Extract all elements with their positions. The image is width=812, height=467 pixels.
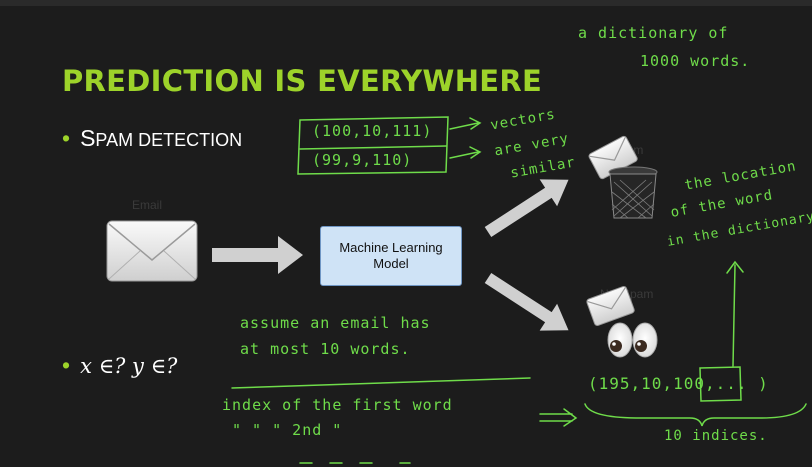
domain-question: x ∈? y ∈? [80,354,178,378]
assume-note-line2: at most 10 words. [240,340,411,358]
bullet-dot: • [62,352,71,378]
dictionary-note-line1: a dictionary of [578,24,729,42]
assume-note-line1: assume an email has [240,314,431,332]
bullet-small-caps: PAM DETECTION [95,130,243,150]
index-note-line1: index of the first word [222,396,453,414]
bullet-first-letter: S [80,125,96,151]
ml-model-box: Machine Learning Model [320,226,462,286]
ten-indices-note: 10 indices. [664,428,768,444]
slide-title: PREDICTION IS EVERYWHERE [62,64,543,98]
email-envelope-icon [106,220,198,282]
vector-2: (99,9,110) [312,151,413,169]
arrow-to-spam-icon [484,179,569,238]
example-vector: (195,10,100,... ) [588,374,769,393]
arrow-to-model-icon [212,236,303,274]
handwriting-strokes [231,116,807,464]
dictionary-note-line2: 1000 words. [640,52,751,70]
vector-1: (100,10,111) [312,122,433,140]
not-spam-eyes-icon [586,285,658,358]
arrow-to-not-spam-icon [484,272,569,331]
bullet-spam-detection: • SPAM DETECTION [62,125,242,152]
bullet-domains: • x ∈? y ∈? [62,352,177,379]
index-note-line2: " " " 2nd " [232,421,343,439]
top-bar [0,0,812,6]
bullet-dot: • [62,125,71,151]
spam-trash-icon [588,135,658,219]
email-label: Email [132,198,163,212]
